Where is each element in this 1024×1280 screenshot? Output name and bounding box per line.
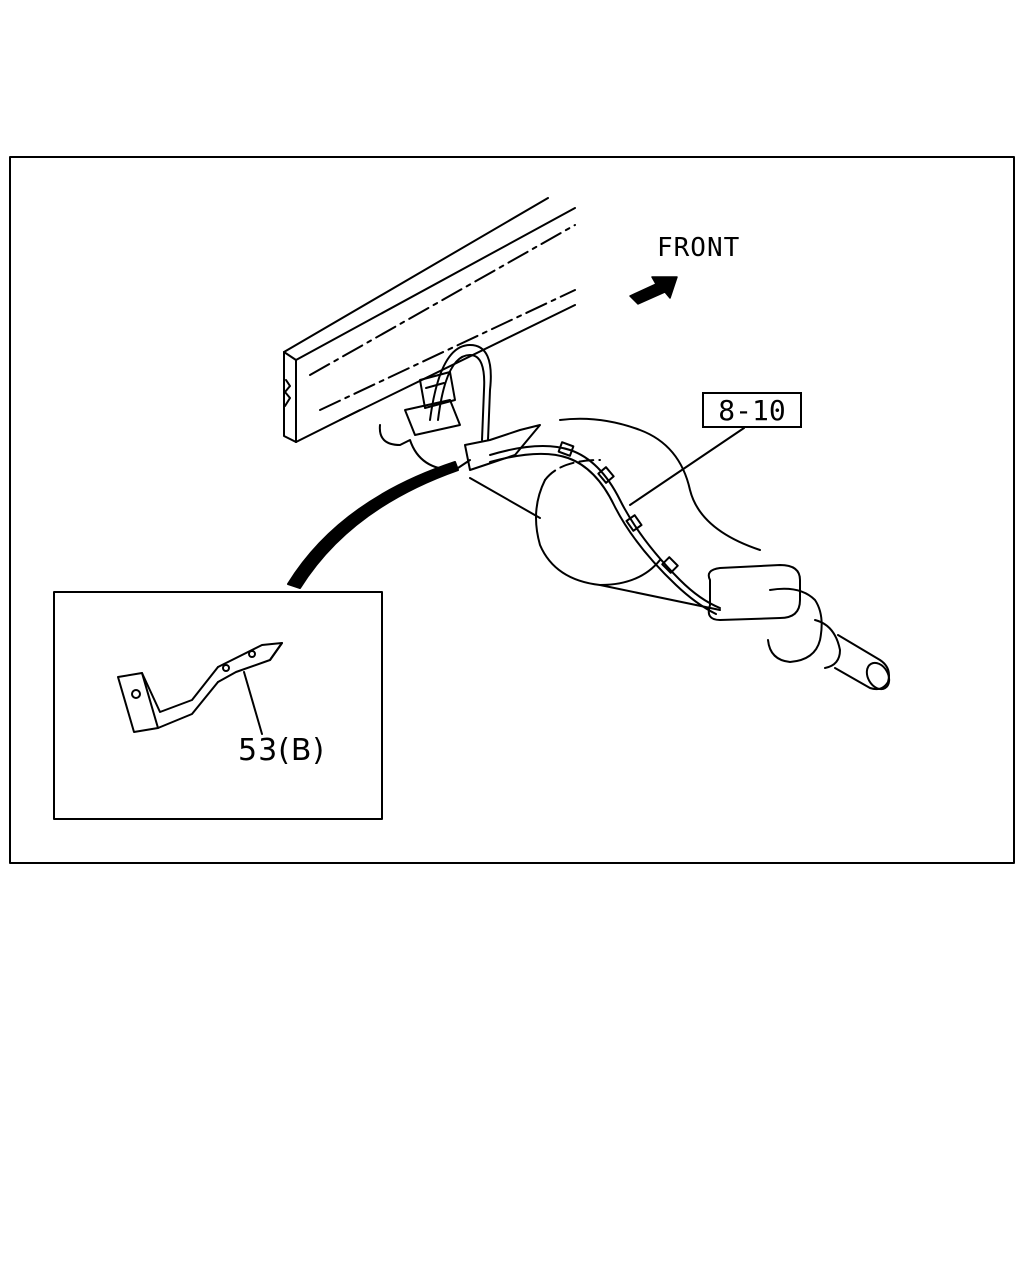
part-number-label: 53(B)	[238, 733, 326, 768]
rail-brackets	[404, 371, 541, 471]
axle-housing	[378, 417, 891, 691]
part-leader-line	[243, 671, 263, 735]
reference-callout: 8-10	[702, 392, 802, 428]
brake-hose	[429, 344, 721, 615]
detail-callout-curve	[287, 461, 459, 589]
outer-frame	[9, 156, 1015, 864]
frame-rail	[283, 197, 576, 443]
front-direction-label: FRONT	[657, 233, 741, 263]
reference-leader-line	[629, 427, 745, 506]
arrow-front-icon	[629, 276, 678, 305]
bracket-part	[117, 642, 283, 735]
detail-inset-frame	[53, 591, 383, 820]
